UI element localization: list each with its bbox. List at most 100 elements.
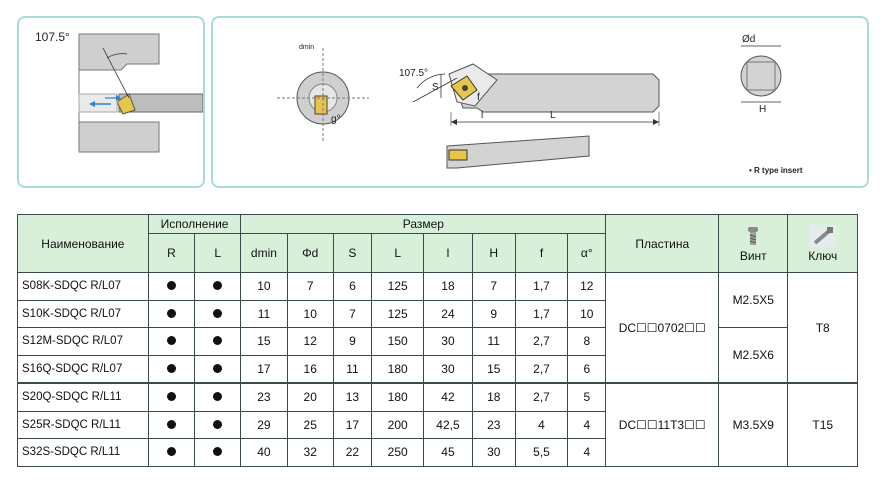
available-dot-icon <box>166 392 176 402</box>
available-dot-icon <box>213 281 223 291</box>
f-cell: 2,7 <box>514 354 569 384</box>
s-cell: 7 <box>332 299 373 328</box>
size-header: Размер <box>240 214 607 234</box>
L-cell: 125 <box>371 299 425 328</box>
key-cell: T15 <box>787 382 858 467</box>
dmin-cell: 10 <box>240 272 288 301</box>
row-name: S25R-SDQC R/L11 <box>17 410 149 439</box>
L-cell: 250 <box>371 438 425 467</box>
alpha-cell: 8 <box>567 327 607 356</box>
dmin-cell: 29 <box>240 410 288 439</box>
left-drawing-panel: 107.5° <box>17 16 205 188</box>
row-name: S20Q-SDQC R/L11 <box>17 382 149 412</box>
dmin-cell: 40 <box>240 438 288 467</box>
d-cell: 16 <box>286 354 334 384</box>
H-cell: 23 <box>471 410 516 439</box>
dmin-cell: 17 <box>240 354 288 384</box>
f-cell: 4 <box>514 410 569 439</box>
key-header: Ключ <box>787 214 858 273</box>
f-cell: 1,7 <box>514 272 569 301</box>
table-row: S20Q-SDQC R/L11 23 20 13 180 42 18 2,7 5… <box>17 382 858 467</box>
table-row: S08K-SDQC R/L07 10 7 6 125 18 7 1,7 12 D… <box>17 272 858 384</box>
col-f-header: f <box>514 233 569 273</box>
available-dot-icon <box>166 419 176 429</box>
r-cell <box>147 299 196 328</box>
table-row: S12M-SDQC R/L07 15 12 9 150 30 11 2,7 8 … <box>17 327 858 384</box>
L-cell: 180 <box>371 354 425 384</box>
l-small-label: l <box>481 110 484 121</box>
execution-header: Исполнение <box>147 214 242 234</box>
r-cell <box>147 410 196 439</box>
alpha-cell: 5 <box>567 382 607 412</box>
available-dot-icon <box>213 447 223 457</box>
col-alpha-header: α° <box>567 233 607 273</box>
col-l-header: L <box>194 233 242 273</box>
available-dot-icon <box>166 363 176 373</box>
r-cell <box>147 354 196 384</box>
screw-cell: M3.5X9 <box>718 382 789 467</box>
alpha-cell: 10 <box>567 299 607 328</box>
screw-label: Винт <box>739 248 767 263</box>
H-cell: 7 <box>471 272 516 301</box>
l-small-cell: 18 <box>423 272 473 301</box>
col-s-header: S <box>332 233 373 273</box>
col-L-header: L <box>371 233 425 273</box>
s-label: S <box>432 82 439 93</box>
key-cell: T8 <box>787 272 858 384</box>
d-cell: 12 <box>286 327 334 356</box>
l-cell <box>194 299 242 328</box>
l-small-cell: 30 <box>423 327 473 356</box>
r-cell <box>147 382 196 412</box>
d-cell: 32 <box>286 438 334 467</box>
l-small-cell: 42,5 <box>423 410 473 439</box>
angle-label: 107.5° <box>35 30 70 44</box>
f-cell: 1,7 <box>514 299 569 328</box>
available-dot-icon <box>213 308 223 318</box>
d-cell: 10 <box>286 299 334 328</box>
s-cell: 6 <box>332 272 373 301</box>
right-drawing-panel: dmin g° 107.5° S l L f Ød H • R type ins… <box>211 16 869 188</box>
insert-header: Пластина <box>605 214 720 273</box>
available-dot-icon <box>213 419 223 429</box>
insert-cell: DC☐☐0702☐☐ <box>605 272 720 384</box>
insert-cell: DC☐☐11T3☐☐ <box>605 382 720 467</box>
available-dot-icon <box>213 363 223 373</box>
table-row: S32S-SDQC R/L11 40 32 22 250 45 30 5,5 4 <box>17 438 858 467</box>
col-r-header: R <box>147 233 196 273</box>
alpha-cell: 4 <box>567 410 607 439</box>
H-cell: 15 <box>471 354 516 384</box>
boring-operation-drawing <box>78 33 203 153</box>
row-name: S12M-SDQC R/L07 <box>17 327 149 356</box>
alpha-cell: 12 <box>567 272 607 301</box>
d-cell: 20 <box>286 382 334 412</box>
col-dmin-header: dmin <box>240 233 288 273</box>
L-cell: 150 <box>371 327 425 356</box>
screw-cell: M2.5X6 <box>718 327 789 384</box>
r-cell <box>147 438 196 467</box>
tool-dimension-drawing <box>277 45 782 169</box>
table-row: S10K-SDQC R/L07 11 10 7 125 24 9 1,7 10 <box>17 299 858 328</box>
row-name: S16Q-SDQC R/L07 <box>17 354 149 384</box>
l-small-cell: 45 <box>423 438 473 467</box>
f-label: f <box>477 92 480 103</box>
l-cell <box>194 382 242 412</box>
dmin-cell: 23 <box>240 382 288 412</box>
spec-table: Наименование Исполнение Размер Пластина … <box>17 214 858 467</box>
row-name: S32S-SDQC R/L11 <box>17 438 149 467</box>
l-cell <box>194 272 242 301</box>
s-cell: 22 <box>332 438 373 467</box>
screw-header: Винт <box>718 214 789 273</box>
l-cell <box>194 327 242 356</box>
r-cell <box>147 327 196 356</box>
col-H-header: H <box>471 233 516 273</box>
H-cell: 9 <box>471 299 516 328</box>
H-cell: 30 <box>471 438 516 467</box>
r-cell <box>147 272 196 301</box>
L-cell: 125 <box>371 272 425 301</box>
alpha-cell: 4 <box>567 438 607 467</box>
screw-icon <box>748 226 759 245</box>
available-dot-icon <box>166 308 176 318</box>
d-cell: 25 <box>286 410 334 439</box>
l-cell <box>194 438 242 467</box>
H-cell: 11 <box>471 327 516 356</box>
